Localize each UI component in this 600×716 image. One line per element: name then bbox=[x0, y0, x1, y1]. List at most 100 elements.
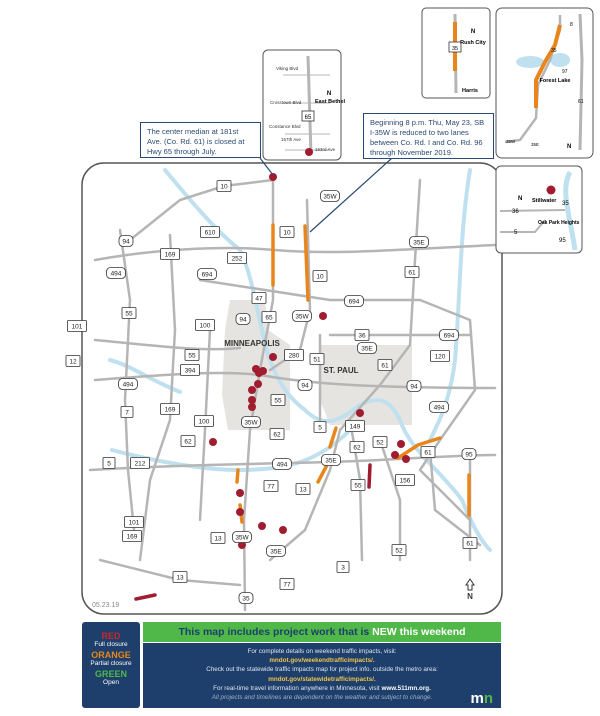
legend-green-desc: Open bbox=[103, 679, 119, 686]
weekend-impacts-link[interactable]: mndot.gov/weekendtrafficimpacts/. bbox=[269, 657, 375, 665]
svg-text:494: 494 bbox=[277, 462, 288, 469]
svg-text:13: 13 bbox=[176, 575, 184, 582]
route-shield-100: 100 bbox=[194, 415, 214, 427]
svg-text:35W: 35W bbox=[295, 314, 309, 321]
route-shield-61: 61 bbox=[377, 359, 393, 371]
route-shield-35W: 35W bbox=[241, 416, 261, 428]
svg-text:47: 47 bbox=[255, 296, 263, 303]
route-shield-101: 101 bbox=[124, 516, 144, 528]
svg-text:51: 51 bbox=[313, 357, 321, 364]
full-closure-point bbox=[397, 440, 405, 448]
svg-text:95: 95 bbox=[559, 238, 566, 244]
svg-text:35W: 35W bbox=[506, 139, 516, 144]
route-shield-610: 610 bbox=[200, 226, 220, 238]
inset-forest-lake: Forest Lake 8 35 97 61 35W 35E N bbox=[495, 7, 594, 159]
inset-east-bethel: Viking Blvd Crosstown Blvd Constance Blv… bbox=[262, 49, 345, 161]
route-shield-13: 13 bbox=[210, 532, 226, 544]
svg-text:100: 100 bbox=[200, 323, 211, 330]
svg-text:13: 13 bbox=[214, 536, 222, 543]
route-shield-62: 62 bbox=[180, 435, 196, 447]
svg-text:35E: 35E bbox=[270, 549, 282, 556]
svg-text:494: 494 bbox=[123, 382, 134, 389]
route-shield-169: 169 bbox=[160, 403, 180, 415]
route-shield-35W: 35W bbox=[292, 310, 312, 322]
route-shield-62: 62 bbox=[269, 428, 285, 440]
full-closure-point bbox=[258, 522, 266, 530]
svg-text:35E: 35E bbox=[361, 346, 373, 353]
svg-text:5: 5 bbox=[107, 461, 111, 468]
full-closure-point bbox=[356, 409, 364, 417]
north-arrow-icon bbox=[465, 578, 475, 591]
full-closure-point bbox=[402, 455, 410, 463]
info-panel: For complete details on weekend traffic … bbox=[143, 643, 501, 708]
full-closure-point bbox=[254, 380, 262, 388]
legend-orange-desc: Partial closure bbox=[90, 660, 132, 667]
route-shield-94: 94 bbox=[235, 313, 251, 325]
route-shield-13: 13 bbox=[172, 571, 188, 583]
svg-text:610: 610 bbox=[205, 230, 216, 237]
svg-text:7: 7 bbox=[125, 410, 129, 417]
svg-text:394: 394 bbox=[185, 368, 196, 375]
svg-text:35E: 35E bbox=[325, 458, 337, 465]
svg-text:52: 52 bbox=[395, 548, 403, 555]
svg-text:N: N bbox=[327, 91, 331, 97]
route-shield-694: 694 bbox=[344, 295, 364, 307]
svg-text:169: 169 bbox=[165, 252, 176, 259]
statewide-impacts-link[interactable]: mndot.gov/statewidetrafficimpacts/. bbox=[268, 675, 376, 683]
svg-text:62: 62 bbox=[273, 432, 281, 439]
svg-text:35W: 35W bbox=[244, 420, 258, 427]
svg-text:169: 169 bbox=[127, 534, 138, 541]
route-shield-95: 95 bbox=[461, 448, 477, 460]
route-shield-5: 5 bbox=[102, 457, 116, 469]
svg-text:13: 13 bbox=[299, 487, 307, 494]
route-shield-77: 77 bbox=[279, 578, 295, 590]
route-shield-13: 13 bbox=[295, 483, 311, 495]
svg-text:12: 12 bbox=[69, 359, 77, 366]
route-shield-169: 169 bbox=[160, 248, 180, 260]
route-shield-156: 156 bbox=[395, 474, 415, 486]
route-shield-35: 35 bbox=[238, 592, 254, 604]
svg-text:Oak Park Heights: Oak Park Heights bbox=[538, 220, 580, 226]
map-date: 05.23.19 bbox=[92, 602, 119, 609]
callout-median-closure: The center median at 181st Ave. (Co. Rd.… bbox=[140, 122, 261, 158]
511mn-link[interactable]: www.511mn.org. bbox=[381, 684, 431, 692]
svg-text:East Bethel: East Bethel bbox=[315, 99, 345, 105]
city-label-minneapolis: MINNEAPOLIS bbox=[224, 339, 280, 348]
route-shield-35E: 35E bbox=[266, 545, 286, 557]
svg-text:35: 35 bbox=[562, 201, 569, 207]
svg-text:5: 5 bbox=[318, 425, 322, 432]
full-closure-segments bbox=[134, 463, 372, 601]
svg-text:61: 61 bbox=[578, 99, 584, 105]
svg-text:55: 55 bbox=[354, 483, 362, 490]
main-map-frame bbox=[81, 162, 503, 615]
route-shield-55: 55 bbox=[121, 307, 137, 319]
full-closure-point bbox=[209, 438, 217, 446]
svg-text:Stillwater: Stillwater bbox=[532, 198, 557, 204]
route-shield-12: 12 bbox=[65, 355, 81, 367]
svg-text:3: 3 bbox=[341, 565, 345, 572]
svg-text:61: 61 bbox=[466, 541, 474, 548]
svg-text:52: 52 bbox=[376, 440, 384, 447]
route-shield-65: 65 bbox=[261, 311, 277, 323]
svg-text:94: 94 bbox=[122, 239, 130, 246]
route-shield-52: 52 bbox=[372, 436, 388, 448]
full-closure-point bbox=[236, 489, 244, 497]
route-shield-55: 55 bbox=[184, 349, 200, 361]
svg-text:280: 280 bbox=[289, 353, 300, 360]
svg-text:77: 77 bbox=[267, 484, 275, 491]
route-shield-61: 61 bbox=[404, 266, 420, 278]
full-closure-point bbox=[248, 396, 256, 404]
route-shield-252: 252 bbox=[227, 252, 247, 264]
svg-text:494: 494 bbox=[111, 271, 122, 278]
svg-text:95: 95 bbox=[465, 452, 473, 459]
svg-text:35: 35 bbox=[452, 46, 458, 52]
svg-text:252: 252 bbox=[232, 256, 243, 263]
svg-text:Harris: Harris bbox=[462, 88, 478, 94]
route-shield-494: 494 bbox=[272, 458, 292, 470]
full-closure-point bbox=[238, 541, 246, 549]
north-label: N bbox=[467, 592, 473, 601]
svg-text:156: 156 bbox=[400, 478, 411, 485]
full-closure-point bbox=[259, 367, 267, 375]
svg-text:169: 169 bbox=[165, 407, 176, 414]
